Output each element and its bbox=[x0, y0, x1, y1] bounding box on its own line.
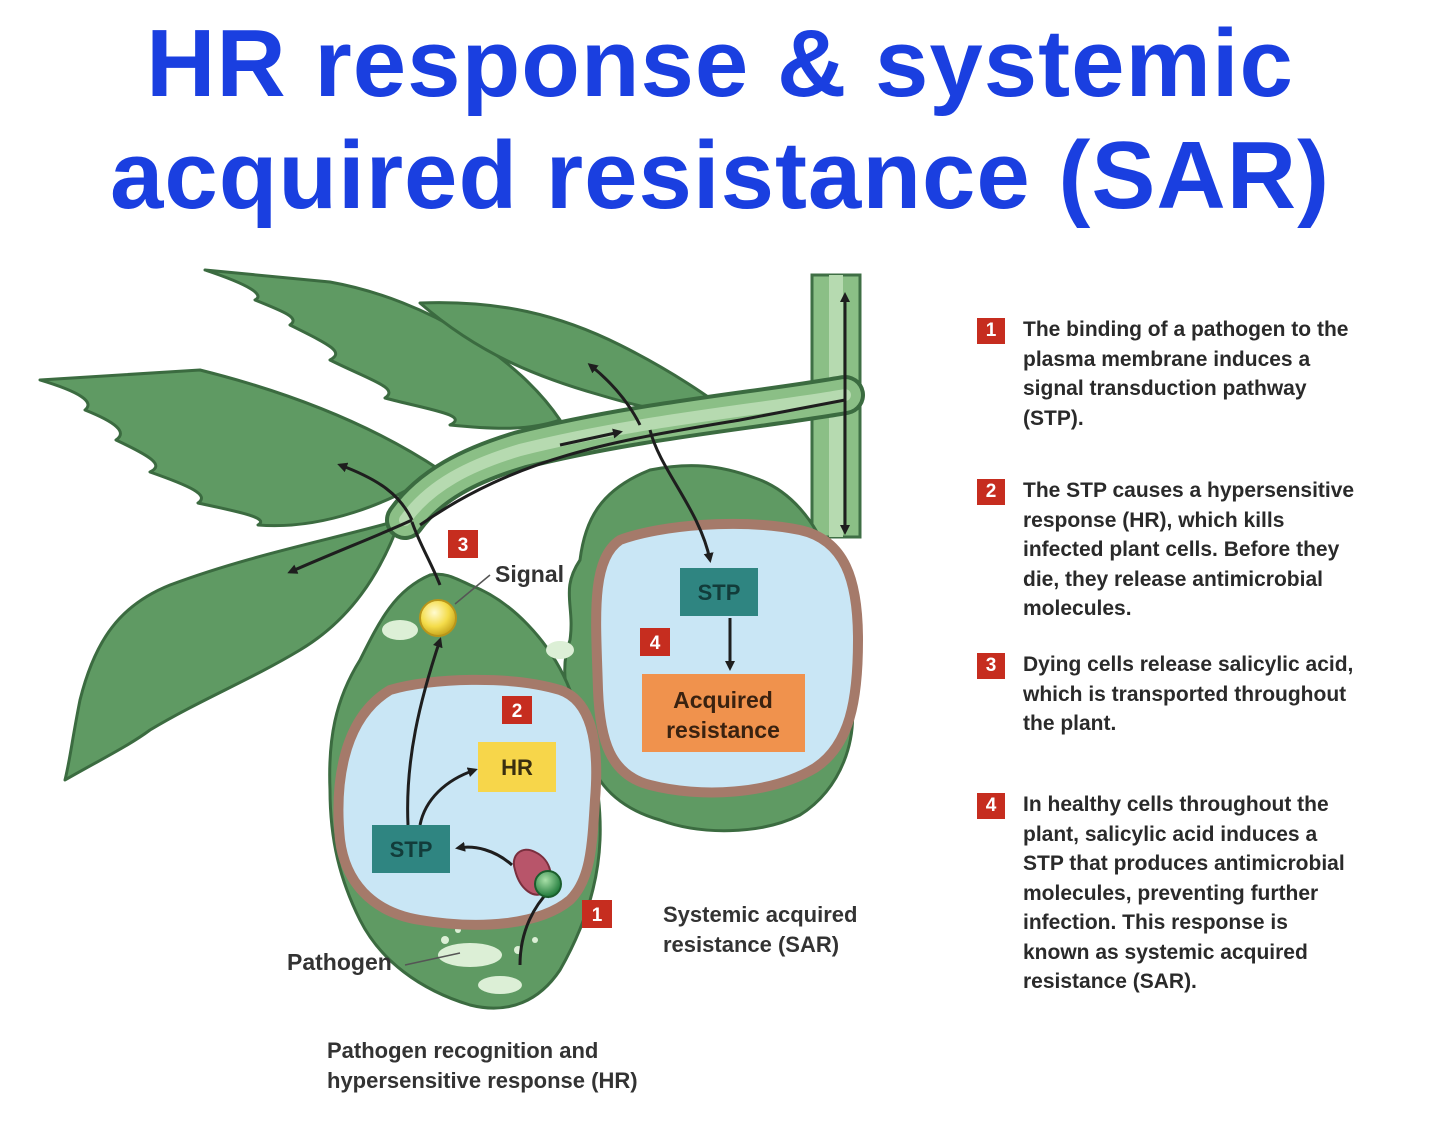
arrow-branch-main bbox=[419, 398, 846, 527]
step-4-line: plant, salicylic acid induces a bbox=[1023, 822, 1318, 846]
badge-2: 2 bbox=[502, 696, 532, 724]
step-1-line: signal transduction pathway bbox=[1023, 377, 1307, 400]
pathogen-leader bbox=[404, 952, 461, 966]
step-4-line: molecules, preventing further bbox=[1023, 881, 1319, 905]
hr-leaf-spots bbox=[382, 620, 574, 994]
caption-sar-line-1: Systemic acquired bbox=[663, 902, 857, 927]
step-1-badge: 1 bbox=[975, 316, 1007, 346]
acquired-line-1: Acquired bbox=[673, 687, 773, 713]
step-4-line: infection. This response is bbox=[1023, 911, 1288, 934]
step-4-text: In healthy cells throughout the plant, s… bbox=[1023, 790, 1433, 997]
step-4-badge: 4 bbox=[975, 791, 1007, 821]
upper-leaves bbox=[38, 268, 742, 782]
badge-1: 1 bbox=[582, 900, 612, 928]
pathogen bbox=[534, 870, 562, 898]
leaf-top bbox=[203, 268, 562, 430]
acquired-line-2: resistance bbox=[666, 717, 780, 743]
step-3-line: which is transported throughout bbox=[1023, 682, 1347, 706]
arrow-to-left-leaf bbox=[287, 518, 413, 574]
acquired-resistance-box: Acquired resistance bbox=[642, 674, 805, 752]
step-3-line: Dying cells release salicylic acid, bbox=[1023, 653, 1354, 676]
step-2-line: molecules. bbox=[1023, 597, 1132, 620]
leader-lines bbox=[404, 574, 491, 966]
leaf-upper-left bbox=[38, 368, 442, 528]
sar-stp-box: STP bbox=[680, 568, 758, 616]
branch bbox=[385, 375, 865, 540]
hr-stp-label: STP bbox=[390, 837, 433, 862]
arrow-to-sar-cell bbox=[648, 429, 714, 563]
leaf-left bbox=[63, 518, 402, 782]
arrow-stp-to-signal bbox=[406, 637, 443, 826]
title-line-2: acquired resistance (SAR) bbox=[109, 122, 1331, 229]
hr-box: HR bbox=[478, 742, 556, 792]
caption-sar-line-2: resistance (SAR) bbox=[663, 932, 839, 957]
step-1-line: The binding of a pathogen to the bbox=[1023, 318, 1349, 341]
step-3-text: Dying cells release salicylic acid, whic… bbox=[1023, 650, 1433, 739]
step-2-line: infected plant cells. Before they bbox=[1023, 538, 1340, 561]
sar-cell bbox=[591, 518, 864, 798]
arrow-signal-up bbox=[410, 521, 442, 586]
hr-label: HR bbox=[501, 755, 533, 780]
title-line-1: HR response & systemic bbox=[146, 10, 1294, 117]
signal-molecule bbox=[419, 599, 457, 637]
arrow-receptor-to-stp bbox=[455, 841, 513, 867]
signal-leader bbox=[454, 574, 491, 605]
caption-hr-line-2: hypersensitive response (HR) bbox=[327, 1068, 638, 1093]
sar-stp-label: STP bbox=[698, 580, 741, 605]
badge-1-label: 1 bbox=[592, 905, 603, 926]
step-2-line: response (HR), which kills bbox=[1023, 508, 1285, 532]
step-4-line: STP that produces antimicrobial bbox=[1023, 852, 1345, 875]
step-2-line: die, they release antimicrobial bbox=[1023, 567, 1323, 591]
badge-4-label: 4 bbox=[650, 633, 661, 654]
step-1-line: plasma membrane induces a bbox=[1023, 347, 1311, 371]
sar-cell-wall bbox=[591, 518, 864, 798]
badge-4: 4 bbox=[640, 628, 670, 656]
step-2-badge: 2 bbox=[975, 477, 1007, 507]
step-3-badge: 3 bbox=[975, 651, 1007, 681]
arrow-stp-to-hr bbox=[418, 767, 478, 826]
step-1-line: (STP). bbox=[1023, 406, 1084, 430]
step-4-line: In healthy cells throughout the bbox=[1023, 793, 1329, 816]
step-2-line: The STP causes a hypersensitive bbox=[1023, 479, 1355, 502]
arrow-to-upper-left bbox=[337, 462, 414, 521]
badge-3-label: 3 bbox=[458, 535, 469, 556]
step-2-text: The STP causes a hypersensitive response… bbox=[1023, 476, 1433, 624]
step-3-line: the plant. bbox=[1023, 712, 1117, 735]
arrow-to-top-leaf bbox=[587, 363, 642, 426]
step-4-line: resistance (SAR). bbox=[1023, 970, 1197, 993]
step-1-text: The binding of a pathogen to the plasma … bbox=[1023, 315, 1433, 433]
pathogen-label: Pathogen bbox=[287, 949, 392, 975]
signal-label: Signal bbox=[495, 561, 564, 587]
caption-sar: Systemic acquired resistance (SAR) bbox=[663, 902, 857, 957]
badge-3: 3 bbox=[448, 530, 478, 558]
caption-hr: Pathogen recognition and hypersensitive … bbox=[327, 1038, 638, 1093]
hr-stp-box: STP bbox=[372, 825, 450, 873]
transport-arrows bbox=[287, 292, 850, 586]
badge-2-label: 2 bbox=[512, 701, 523, 722]
caption-hr-line-1: Pathogen recognition and bbox=[327, 1038, 598, 1063]
step-4-line: known as systemic acquired bbox=[1023, 940, 1308, 964]
arrow-branch-right bbox=[559, 428, 623, 447]
